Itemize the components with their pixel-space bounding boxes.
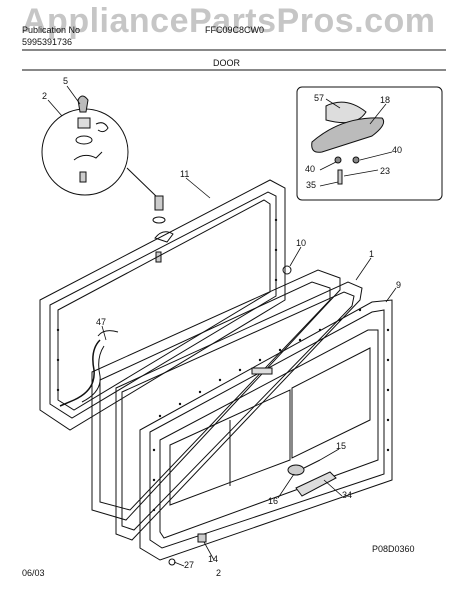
outer-door-panel xyxy=(139,299,393,561)
fastener-10 xyxy=(282,265,292,275)
callout-15: 15 xyxy=(336,441,346,451)
footer-date: 06/03 xyxy=(22,568,45,578)
inner-frame xyxy=(115,281,363,541)
callout-18: 18 xyxy=(380,95,390,105)
callout-27: 27 xyxy=(184,560,194,570)
callout-34: 34 xyxy=(342,490,352,500)
wire-harness xyxy=(59,339,101,407)
handle-assembly xyxy=(287,459,337,497)
panel-screws xyxy=(56,218,390,512)
hinge-on-door xyxy=(152,195,174,263)
callout-35: 35 xyxy=(306,180,316,190)
callout-40-right: 40 xyxy=(392,145,402,155)
model-number: FFC09C8CW0 xyxy=(205,25,265,35)
leader-lines xyxy=(47,85,397,567)
control-detail-box xyxy=(296,86,443,201)
hinge-detail xyxy=(41,95,159,199)
publication-number: 5995391736 xyxy=(22,37,73,47)
page-number: 2 xyxy=(216,568,222,578)
callout-labels: 5 2 11 10 1 9 47 57 18 40 40 23 35 15 16… xyxy=(42,76,402,570)
callout-5: 5 xyxy=(63,76,68,86)
callout-2: 2 xyxy=(42,91,47,101)
callout-1: 1 xyxy=(369,249,374,259)
callout-16: 16 xyxy=(268,496,278,506)
part-14 xyxy=(197,533,207,543)
callout-40-left: 40 xyxy=(305,164,315,174)
callout-10: 10 xyxy=(296,238,306,248)
publication-label: Publication No xyxy=(22,25,81,35)
callout-47: 47 xyxy=(96,317,106,327)
callout-9: 9 xyxy=(396,280,401,290)
callout-11: 11 xyxy=(180,169,189,179)
callout-14: 14 xyxy=(208,554,218,564)
watermark: AppliancePartsPros.com xyxy=(22,2,436,40)
door-liner xyxy=(91,269,341,521)
callout-23: 23 xyxy=(380,166,390,176)
diagram-code: P08D0360 xyxy=(372,544,415,554)
section-title: DOOR xyxy=(213,58,240,68)
callout-57: 57 xyxy=(314,93,324,103)
